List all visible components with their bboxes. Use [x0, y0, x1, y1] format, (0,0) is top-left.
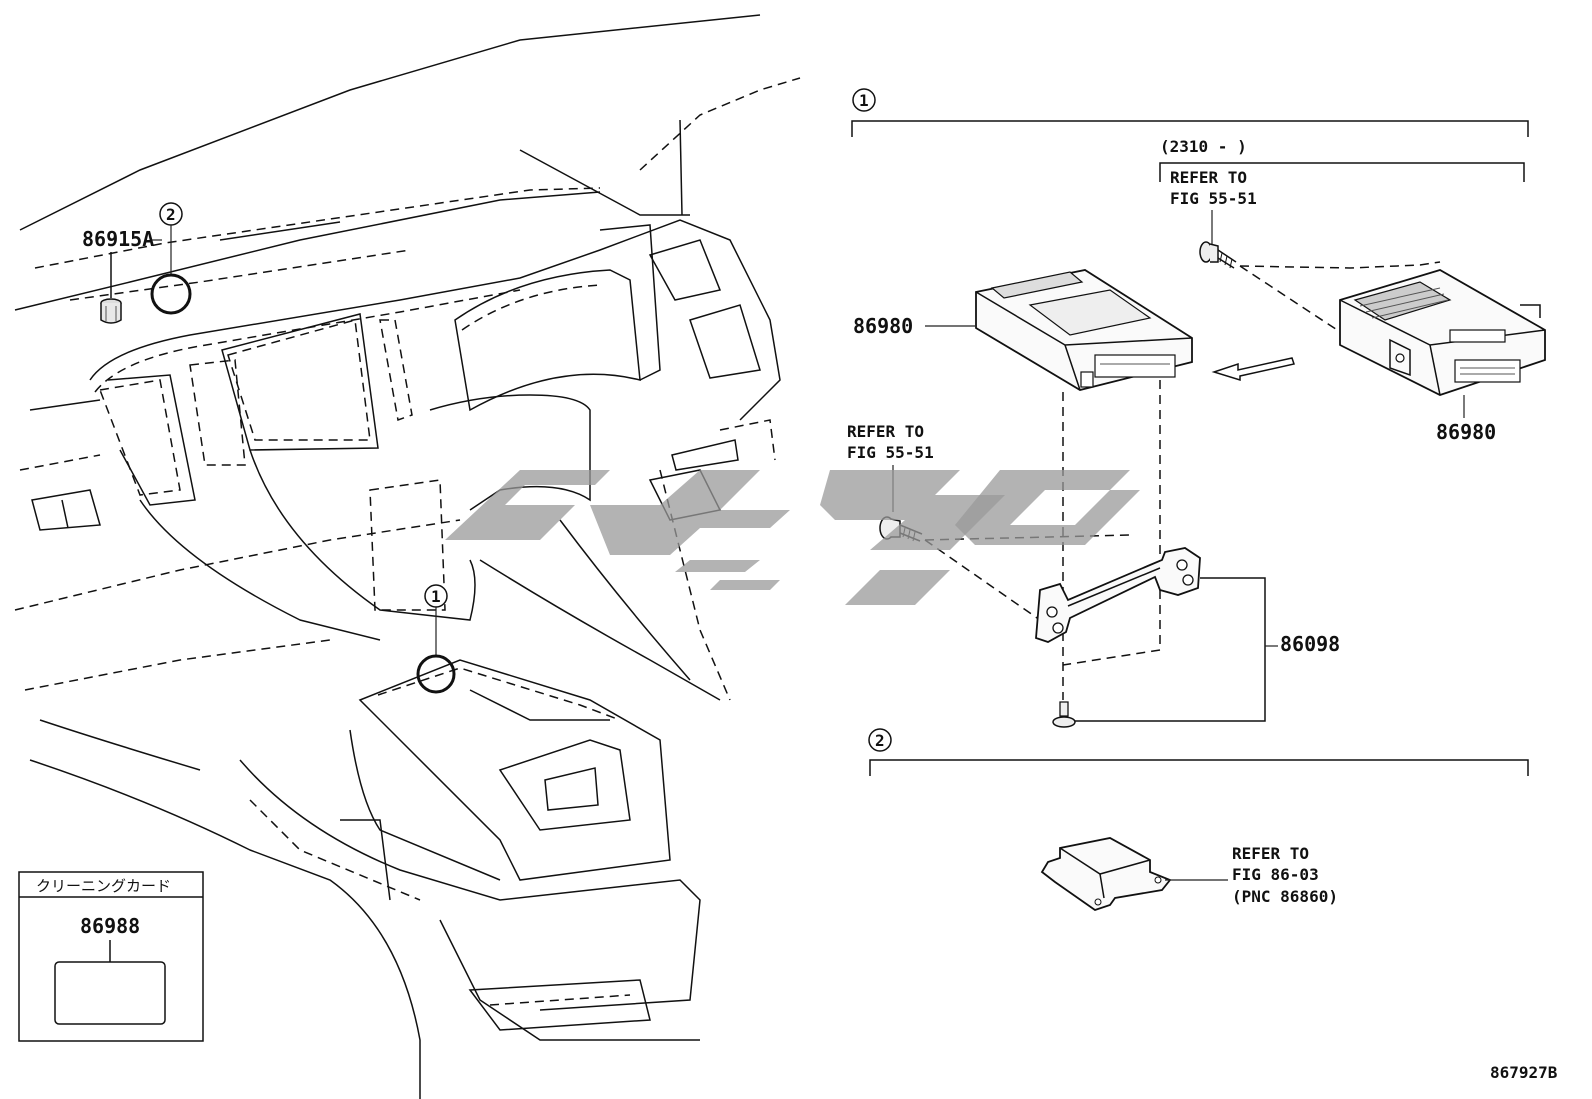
part-label-86988[interactable]: 86988	[80, 914, 140, 938]
part-label-86915a[interactable]: 86915A	[82, 227, 154, 251]
part-86915a-group: 86915A	[82, 227, 162, 324]
ecu-right-icon	[1339, 269, 1546, 396]
cleaning-card-icon	[54, 961, 166, 1025]
date-range-label: (2310 - )	[1160, 137, 1247, 156]
refer-bottom-line2[interactable]: FIG 86-03	[1232, 865, 1319, 884]
figure-id: 867927B	[1490, 1063, 1558, 1082]
section-2-header: 2	[868, 728, 1529, 776]
callout-1-number: 1	[431, 587, 441, 606]
section-2-number: 2	[875, 731, 885, 750]
refer-top-line1[interactable]: REFER TO	[1170, 168, 1247, 187]
screw-icon	[1052, 701, 1076, 728]
section-1-number: 1	[859, 91, 869, 110]
cap-86915a-icon	[100, 298, 122, 324]
bolt-top-icon	[1199, 241, 1237, 269]
cleaning-card-box: クリーニングカード 86988	[18, 871, 204, 1042]
refer-top: REFER TO FIG 55-51	[1170, 168, 1257, 246]
part-label-86980-left[interactable]: 86980	[853, 314, 913, 338]
ecu-left-icon	[975, 269, 1193, 391]
refer-mid-line1[interactable]: REFER TO	[847, 422, 924, 441]
part-label-86980-right[interactable]: 86980	[1436, 420, 1496, 444]
callout-2-on-vehicle: 2	[150, 202, 192, 315]
date-range-bracket: (2310 - )	[1159, 137, 1525, 182]
section-1-header: 1	[851, 88, 1529, 137]
refer-mid: REFER TO FIG 55-51	[847, 422, 934, 512]
refer-top-line2[interactable]: FIG 55-51	[1170, 189, 1257, 208]
refer-mid-line2[interactable]: FIG 55-51	[847, 443, 934, 462]
airbag-sensor-icon	[1040, 837, 1172, 911]
callout-1-on-vehicle: 1	[416, 584, 456, 694]
refer-bottom: REFER TO FIG 86-03 (PNC 86860)	[1232, 844, 1338, 906]
callout-2-number: 2	[166, 205, 176, 224]
bracket-86098-icon	[1035, 547, 1201, 643]
part-label-86098[interactable]: 86098	[1280, 632, 1340, 656]
card-box-header: クリーニングカード	[36, 877, 171, 895]
watermark-logo	[445, 470, 1140, 605]
refer-bottom-line1[interactable]: REFER TO	[1232, 844, 1309, 863]
dashboard-illustration	[14, 14, 801, 1099]
direction-arrow-icon	[1211, 357, 1295, 382]
refer-bottom-line3[interactable]: (PNC 86860)	[1232, 887, 1338, 906]
